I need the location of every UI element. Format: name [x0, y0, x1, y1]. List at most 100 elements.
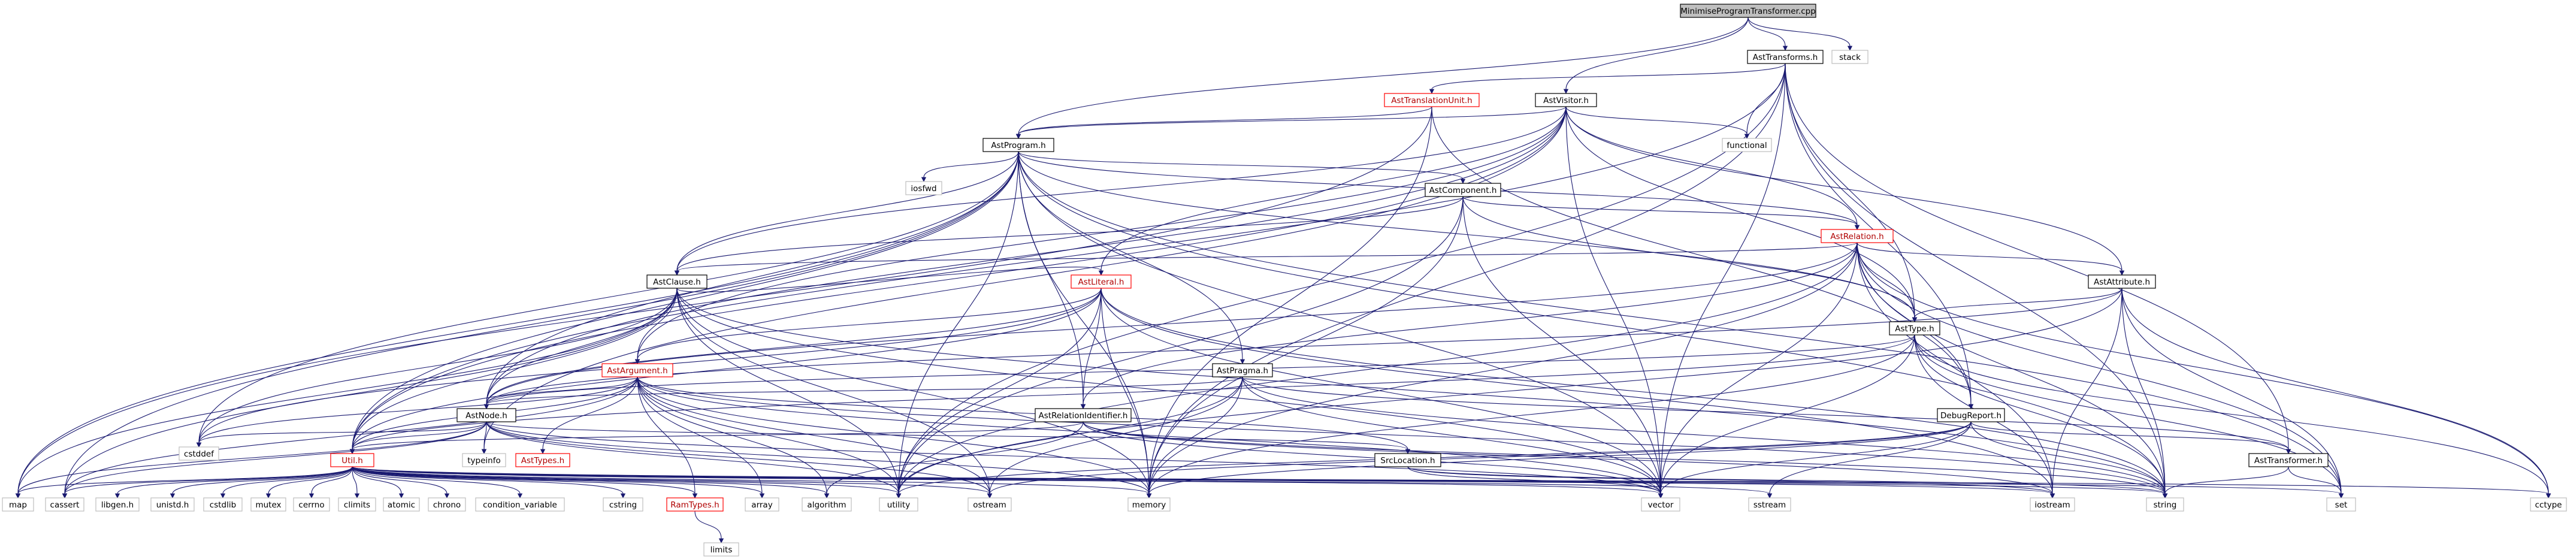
- node-label: map: [9, 500, 27, 510]
- node-cerrno: cerrno: [293, 497, 330, 512]
- node-srclocation-h[interactable]: SrcLocation.h: [1374, 453, 1441, 467]
- node-astrelationidentifier-h[interactable]: AstRelationIdentifier.h: [1035, 408, 1132, 422]
- node-box: [1035, 408, 1132, 422]
- edge-astnode-h-to-util-h: [352, 421, 487, 450]
- edge-astrelation-h-to-memory: [1148, 242, 1858, 494]
- edge-astliteral-h-to-string: [1100, 288, 2166, 494]
- edge-asttransforms-h-to-asttranslationunit-h: [1431, 63, 1786, 90]
- node-label: unistd.h: [156, 500, 189, 510]
- node-astclause-h[interactable]: AstClause.h: [646, 274, 708, 289]
- edge-arrowhead: [1098, 270, 1104, 276]
- node-string: string: [2146, 497, 2184, 512]
- edge-astargument-h-to-vector: [637, 376, 1661, 494]
- node-label: typeinfo: [467, 456, 500, 466]
- edge-astattribute-h-to-set: [2121, 288, 2342, 494]
- edge-astrelation-h-to-iostream: [1857, 242, 2053, 494]
- edge-astclause-h-to-util-h: [352, 288, 678, 450]
- edge-astattribute-h-to-string: [2121, 288, 2166, 494]
- edge-arrowhead: [1854, 225, 1860, 230]
- node-astliteral-h[interactable]: AstLiteral.h: [1071, 274, 1132, 289]
- edge-astrelation-h-to-string: [1857, 242, 2166, 494]
- node-astpragma-h[interactable]: AstPragma.h: [1212, 363, 1273, 377]
- edge-astclause-h-to-map: [17, 288, 678, 494]
- edge-astvisitor-h-to-vector: [1565, 106, 1661, 494]
- edge-astnode-h-to-map: [17, 421, 487, 494]
- node-box: [515, 453, 570, 467]
- edge-arrowhead: [759, 493, 765, 498]
- node-label: sstream: [1753, 500, 1786, 510]
- node-label: iosfwd: [911, 184, 936, 194]
- node-box: [475, 497, 565, 512]
- edge-arrowhead: [196, 442, 202, 448]
- edge-arrowhead: [1912, 317, 1918, 322]
- node-box: [1937, 408, 2005, 422]
- edge-arrowhead: [2119, 270, 2125, 276]
- node-label: MinimiseProgramTransformer.cpp: [1680, 7, 1816, 16]
- node-astargument-h[interactable]: AstArgument.h: [601, 363, 673, 377]
- node-condition-variable: condition_variable: [475, 497, 565, 512]
- edge-astcomponent-h-to-memory: [1148, 196, 1464, 494]
- edge-util-h-to-cassert: [64, 466, 353, 494]
- node-astattribute-h[interactable]: AstAttribute.h: [2088, 274, 2156, 289]
- edge-arrowhead: [896, 493, 902, 498]
- node-box: [982, 138, 1054, 152]
- edge-arrowhead: [517, 493, 523, 498]
- node-label: AstVisitor.h: [1543, 96, 1589, 105]
- edge-arrowhead: [1658, 493, 1664, 498]
- node-label: chrono: [433, 500, 461, 510]
- edge-astprogram-h-to-astpragma-h: [1018, 151, 1243, 360]
- edge-util-h-to-chrono: [352, 466, 448, 494]
- node-astrelation-h[interactable]: AstRelation.h: [1821, 229, 1894, 243]
- node-iosfwd: iosfwd: [905, 181, 942, 195]
- node-util-h[interactable]: Util.h: [330, 453, 374, 467]
- node-box: [1535, 93, 1597, 107]
- edge-arrowhead: [2285, 449, 2291, 454]
- node-box: [462, 453, 506, 467]
- edge-astprogram-h-to-memory: [1018, 151, 1150, 494]
- node-box: [2530, 497, 2567, 512]
- edge-astargument-h-to-utility: [637, 376, 899, 494]
- edge-astattribute-h-to-astnode-h: [486, 288, 2123, 405]
- node-label: DebugReport.h: [1940, 411, 2001, 421]
- node-box: [1071, 274, 1132, 289]
- node-asttransformer-h[interactable]: AstTransformer.h: [2248, 453, 2329, 467]
- edge-util-h-to-cctype: [352, 466, 2549, 494]
- node-cctype: cctype: [2530, 497, 2567, 512]
- edge-astliteral-h-to-astnode-h: [486, 288, 1102, 405]
- nodes: MinimiseProgramTransformer.cppAstTransfo…: [2, 4, 2567, 557]
- node-stack: stack: [1831, 50, 1868, 64]
- edge-astvisitor-h-to-astliteral-h: [1100, 106, 1567, 271]
- node-label: array: [751, 500, 772, 510]
- node-asttranslationunit-h[interactable]: AstTranslationUnit.h: [1384, 93, 1480, 107]
- edge-util-h-to-cstring: [352, 466, 624, 494]
- node-label: AstRelation.h: [1830, 232, 1883, 241]
- edge-arrowhead: [1405, 449, 1411, 454]
- edge-astliteral-h-to-memory: [1100, 288, 1150, 494]
- node-functional: functional: [1722, 138, 1772, 152]
- node-ramtypes-h[interactable]: RamTypes.h: [666, 497, 724, 512]
- edge-astattribute-h-to-cctype: [2121, 288, 2549, 494]
- node-debugreport-h[interactable]: DebugReport.h: [1937, 408, 2005, 422]
- node-label: AstTranslationUnit.h: [1391, 96, 1472, 105]
- node-box: [802, 497, 852, 512]
- edge-astliteral-h-to-vector: [1100, 288, 1661, 494]
- node-astnode-h[interactable]: AstNode.h: [456, 408, 516, 422]
- node-box: [1821, 229, 1894, 243]
- edge-arrowhead: [1847, 46, 1853, 51]
- node-label: stack: [1839, 53, 1861, 62]
- node-asttypes-h[interactable]: AstTypes.h: [515, 453, 570, 467]
- node-astcomponent-h[interactable]: AstComponent.h: [1425, 183, 1501, 197]
- node-box: [1641, 497, 1680, 512]
- edge-astpragma-h-to-vector: [1242, 376, 1661, 494]
- node-minimiseprogramtransformer-cpp[interactable]: MinimiseProgramTransformer.cpp: [1680, 4, 1816, 18]
- node-asttransforms-h[interactable]: AstTransforms.h: [1747, 50, 1824, 64]
- node-astvisitor-h[interactable]: AstVisitor.h: [1535, 93, 1597, 107]
- edge-astvisitor-h-to-asttype-h: [1565, 106, 1915, 318]
- node-sstream: sstream: [1748, 497, 1791, 512]
- node-box: [1747, 50, 1824, 64]
- node-box: [1212, 363, 1273, 377]
- node-astprogram-h[interactable]: AstProgram.h: [982, 138, 1054, 152]
- node-asttype-h[interactable]: AstType.h: [1889, 321, 1940, 336]
- edge-util-h-to-sstream: [352, 466, 1770, 494]
- edge-astliteral-h-to-util-h: [352, 288, 1102, 450]
